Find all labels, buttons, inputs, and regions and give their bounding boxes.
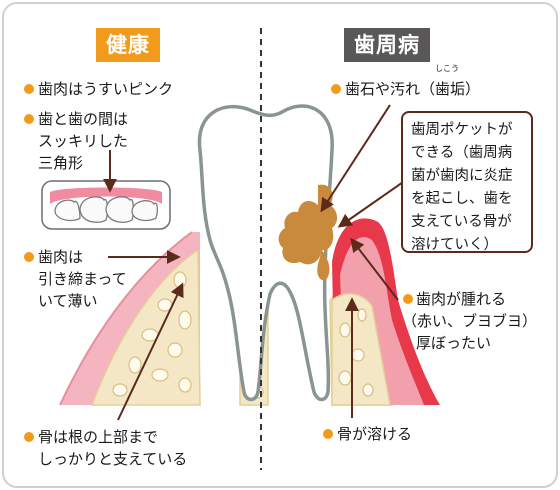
bullet-dot bbox=[331, 84, 341, 94]
label-firm-gum: 歯肉は 引き締まって いて薄い bbox=[38, 248, 127, 310]
label-bone-support: 骨は根の上部まで しっかりと支えている bbox=[38, 428, 188, 468]
arrows bbox=[103, 104, 407, 421]
label-gum-color: 歯肉はうすいピンク bbox=[38, 80, 174, 98]
callout-periodontal-pocket: 歯周ポケットが できる（歯周病 菌が歯肉に炎症 を起こし、歯を 支えている骨が … bbox=[401, 111, 533, 253]
label-bone-dissolves: 骨が溶ける bbox=[337, 425, 413, 443]
arrow-to-pocket bbox=[337, 179, 407, 228]
bullet-dot bbox=[24, 84, 34, 94]
bullet-dot bbox=[323, 429, 333, 439]
bullet-dot bbox=[24, 432, 34, 442]
arrow-to-tartar bbox=[320, 104, 391, 213]
header-periodontal: 歯周病 bbox=[344, 28, 430, 62]
bullet-dot bbox=[403, 294, 413, 304]
label-interdental: 歯と歯の間は スッキリした 三角形 bbox=[38, 110, 129, 172]
arrow-to-bone bbox=[117, 282, 184, 421]
bullet-dot bbox=[24, 252, 34, 262]
tooth bbox=[197, 104, 334, 402]
gum-detail-inset bbox=[41, 180, 171, 230]
label-swollen-gum: 歯肉が腫れる （赤い、ブヨブヨ） 厚ぼったい bbox=[402, 290, 538, 352]
arrow-to-swollen bbox=[350, 237, 399, 301]
bullet-dot bbox=[24, 114, 34, 124]
header-healthy: 健康 bbox=[96, 28, 160, 62]
ruby-shikou: しこう bbox=[435, 64, 459, 73]
label-tartar: 歯石や汚れ（歯垢） bbox=[345, 80, 481, 98]
